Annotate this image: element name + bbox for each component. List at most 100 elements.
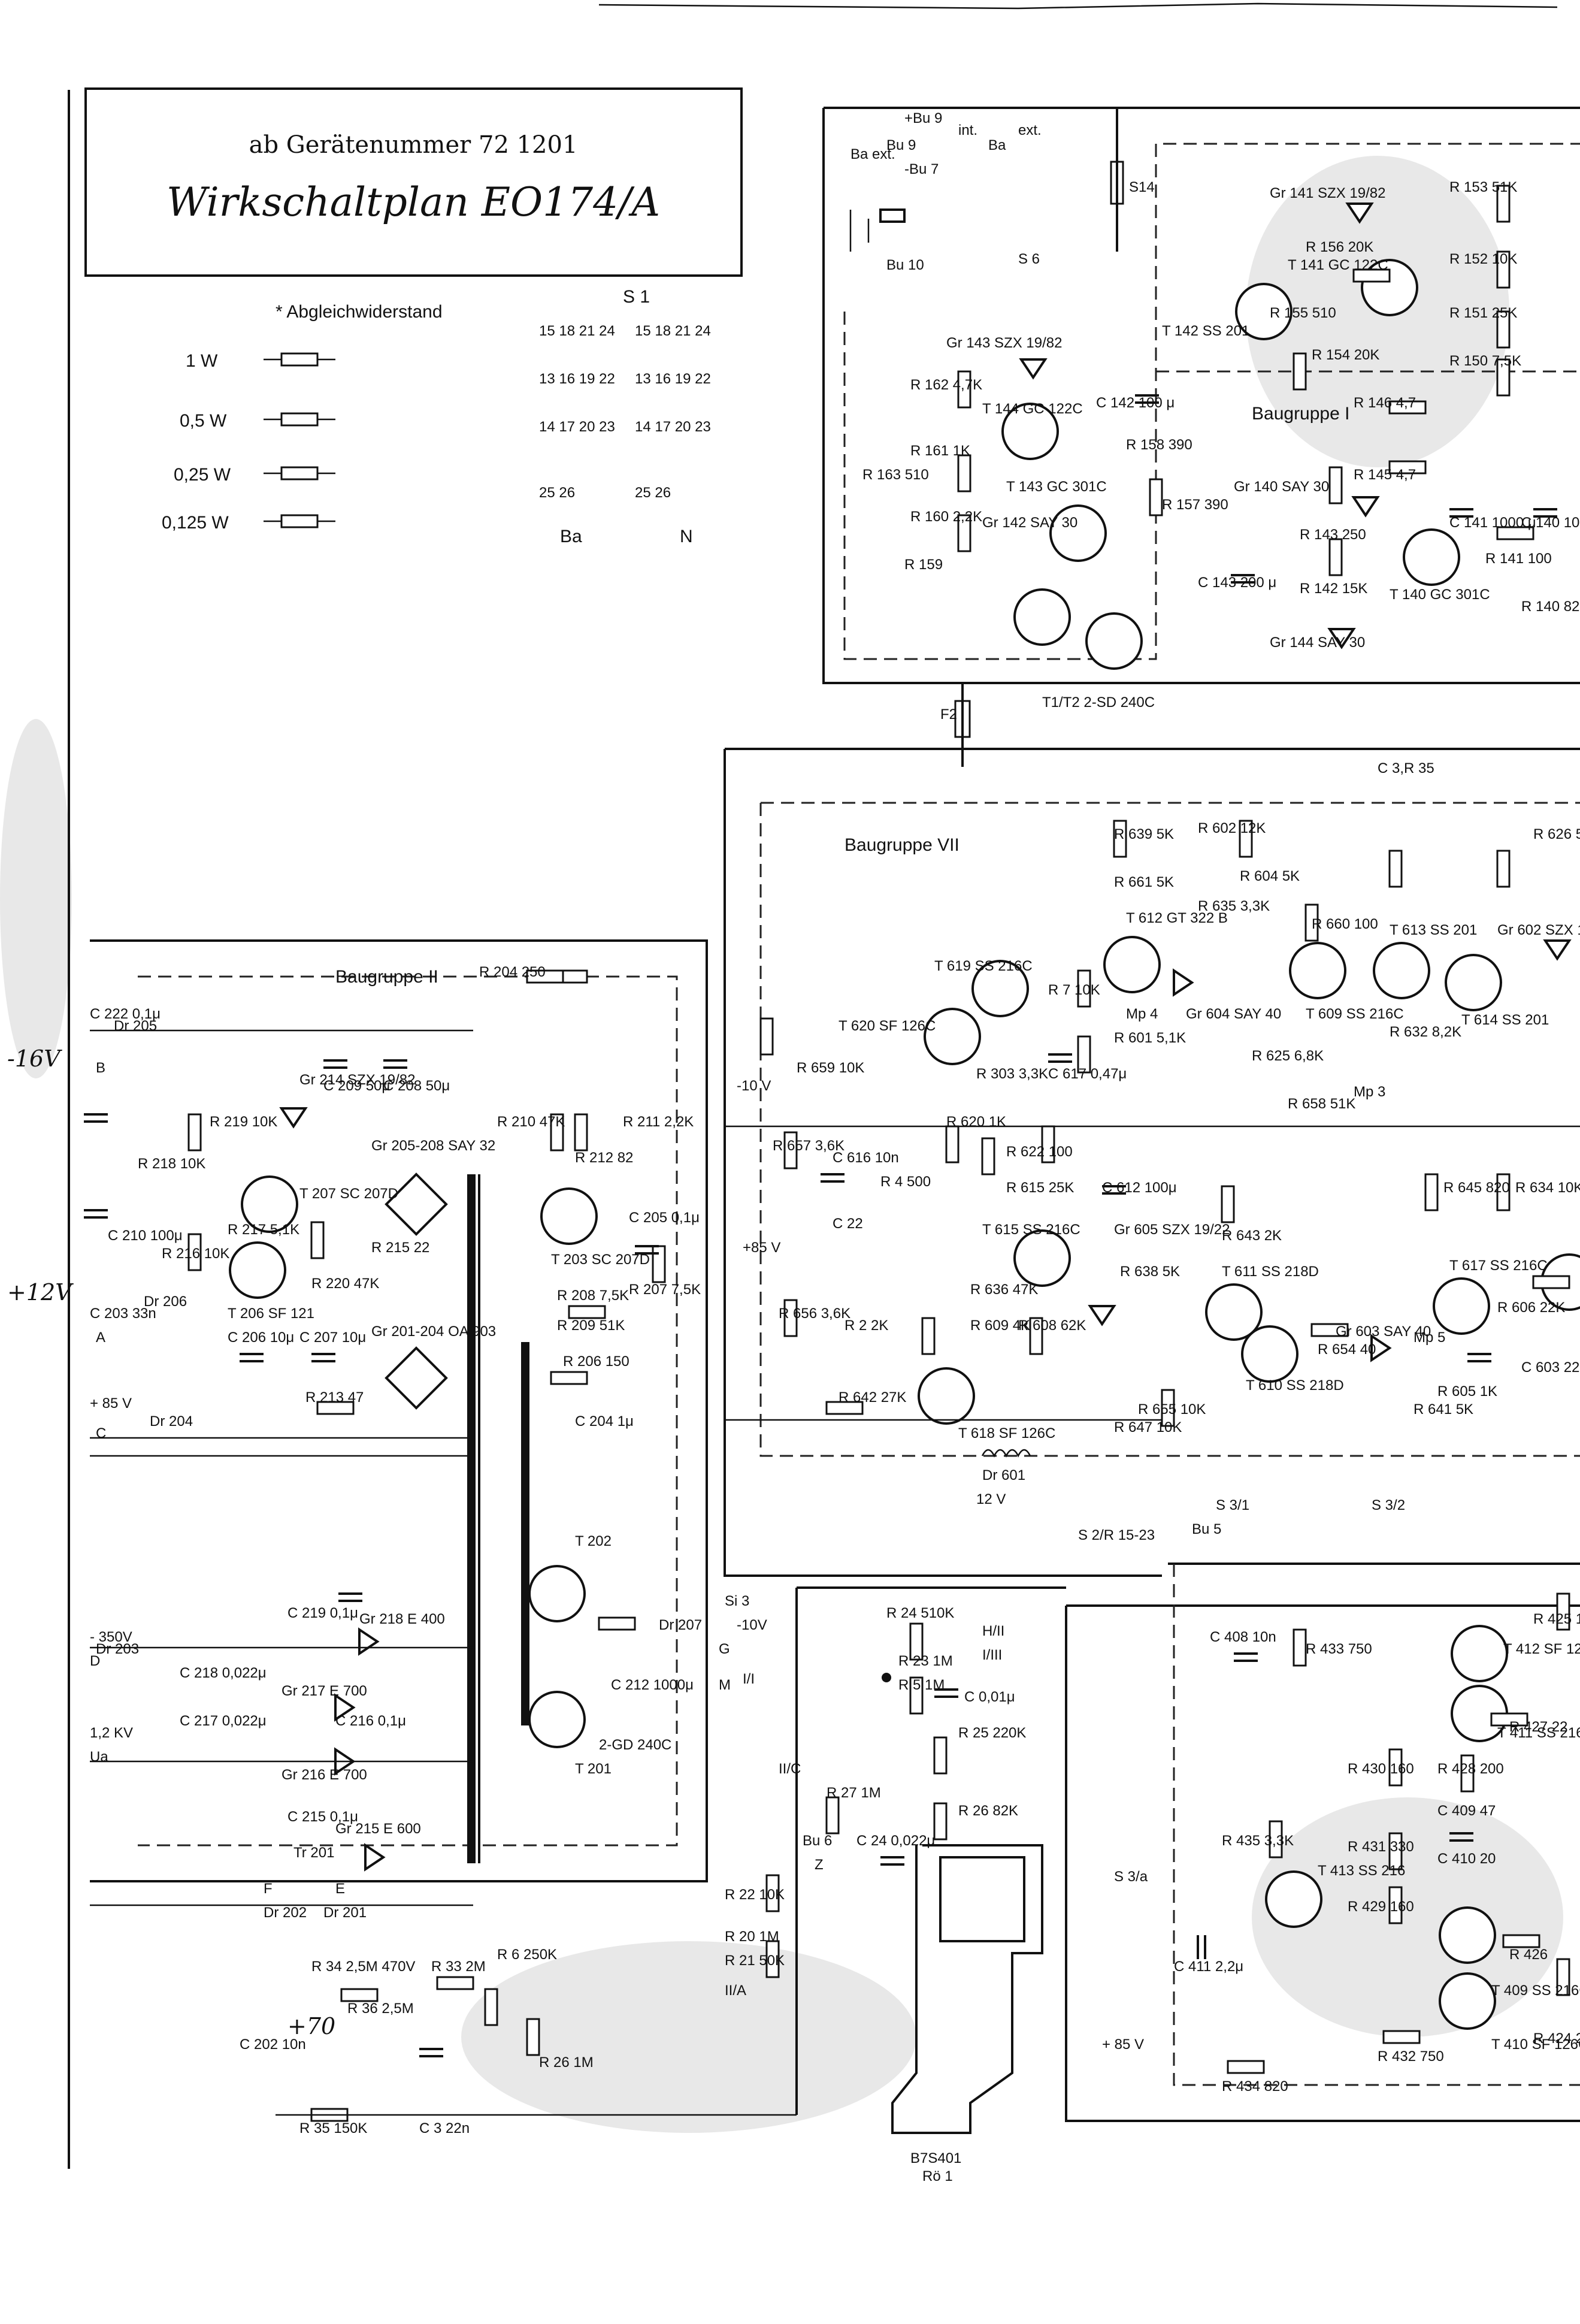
s1-col-b-row-2: 13 16 19 22 — [635, 371, 711, 387]
ps-t202: T 202 — [575, 1533, 612, 1549]
comp-r145: R 145 4,7 — [1354, 467, 1416, 483]
ps-dr206: Dr 206 — [144, 1294, 187, 1310]
comp-gr143: Gr 143 SZX 19/82 — [946, 335, 1062, 351]
s1-col-b-row-1: 15 18 21 24 — [635, 323, 711, 339]
ya-r432: R 432 750 — [1378, 2048, 1444, 2065]
comp-t141: T 141 GC 122C — [1288, 257, 1388, 273]
def-r643: R 643 2K — [1222, 1228, 1282, 1244]
deflection-section: Baugruppe VII — [724, 748, 1580, 1577]
ps-gr215: Gr 215 E 600 — [335, 1821, 421, 1837]
comp-r156: R 156 20K — [1306, 239, 1373, 255]
crt-si3: Si 3 — [725, 1593, 749, 1609]
comp-gr140: Gr 140 SAY 30 — [1234, 479, 1329, 495]
ps-t203: T 203 SC 207D — [551, 1252, 650, 1268]
ps-gr216: Gr 216 E 700 — [282, 1767, 367, 1783]
ps-e: E — [335, 1881, 345, 1897]
ps-c207: C 207 10μ — [299, 1329, 366, 1346]
ps-dr202: Dr 202 — [264, 1905, 307, 1921]
def-r4: R 4 500 — [880, 1174, 931, 1190]
comp-r160: R 160 2,2K — [910, 509, 982, 525]
ya-plus85v: + 85 V — [1102, 2036, 1144, 2053]
ya-c409: C 409 47 — [1437, 1803, 1496, 1819]
crt-r5: R 5 1M — [898, 1677, 945, 1693]
crt-section: Rö 1 B7S401 R 20 1M R 21 50K R 22 10K R … — [719, 1586, 1066, 2184]
ps-c212: C 212 1000μ — [611, 1677, 694, 1693]
top-label-ba-ext: Ba ext. — [850, 146, 895, 162]
ps-c218: C 218 0,022μ — [180, 1665, 267, 1681]
ps-r218: R 218 10K — [138, 1156, 205, 1172]
crt-m: M — [719, 1677, 731, 1693]
ps-dr207: Dr 207 — [659, 1617, 702, 1633]
top-label-int: int. — [958, 122, 977, 138]
resistor-legend: * Abgleichwiderstand 1 W 0,5 W 0,25 W 0,… — [162, 302, 443, 533]
def-r632: R 632 8,2K — [1390, 1024, 1461, 1040]
def-r625: R 625 6,8K — [1252, 1048, 1324, 1064]
def-r7: R 7 10K — [1048, 982, 1100, 998]
ps-c204: C 204 1μ — [575, 1413, 634, 1430]
ps-plus85v: + 85 V — [90, 1395, 132, 1412]
ps-c203: C 203 33n — [90, 1305, 156, 1322]
group-1-label: Baugruppe I — [1252, 404, 1349, 424]
def-r608: R 608 62K — [1018, 1317, 1086, 1334]
ps-gr214: Gr 214 SZX 19/82 — [299, 1072, 415, 1088]
crt-c24: C 24 0,022μ — [856, 1833, 935, 1849]
comp-c142: C 142 100 μ — [1096, 395, 1175, 411]
ya-s3a: S 3/a — [1114, 1869, 1148, 1885]
legend-025w: 0,25 W — [174, 465, 231, 485]
def-t620: T 620 SF 126C — [839, 1018, 936, 1034]
ps-r6: R 6 250K — [497, 1947, 557, 1963]
ps-2gd240c: 2-GD 240C — [599, 1737, 671, 1753]
crt-bu6: Bu 6 — [803, 1833, 832, 1849]
top-label-plus-bu9: +Bu 9 — [904, 110, 942, 126]
ps-c208: C 208 50μ — [383, 1078, 450, 1094]
group-7-label: Baugruppe VII — [845, 835, 959, 855]
def-dr601: Dr 601 — [982, 1467, 1025, 1483]
ps-c209: C 209 50μ — [323, 1078, 390, 1094]
comp-r158: R 158 390 — [1126, 437, 1192, 453]
ya-r427: R 427 22 — [1509, 1719, 1567, 1735]
def-r654: R 654 40 — [1318, 1341, 1376, 1358]
def-r655: R 655 10K — [1138, 1401, 1206, 1418]
ps-r207: R 207 7,5K — [629, 1282, 701, 1298]
crt-c001: C 0,01μ — [964, 1689, 1015, 1705]
ps-r216: R 216 10K — [162, 1246, 229, 1262]
crt-i-i: I/I — [743, 1671, 755, 1687]
def-r620: R 620 1K — [946, 1114, 1006, 1130]
crt-r24: R 24 510K — [886, 1605, 954, 1621]
comp-t1-t2: T1/T2 2-SD 240C — [1042, 694, 1155, 711]
def-s2-r15: S 2/R 15-23 — [1078, 1527, 1155, 1543]
comp-r146: R 146 4,7 — [1354, 395, 1416, 411]
ps-dr205: Dr 205 — [114, 1018, 157, 1034]
comp-c140: C 140 1000 μ — [1521, 515, 1580, 531]
crt-ii-c: II/C — [779, 1761, 801, 1777]
def-r636: R 636 47K — [970, 1282, 1038, 1298]
ya-t410: T 410 SF 126C — [1491, 2036, 1580, 2053]
ya-r430: R 430 160 — [1348, 1761, 1414, 1777]
comp-r161: R 161 1K — [910, 443, 970, 459]
ps-c217: C 217 0,022μ — [180, 1713, 267, 1729]
def-r604: R 604 5K — [1240, 868, 1300, 884]
def-r660: R 660 100 — [1312, 916, 1378, 932]
ya-t411: T 411 SS 216C — [1497, 1725, 1580, 1741]
def-gr603: Gr 603 SAY 40 — [1336, 1323, 1431, 1340]
comp-r163: R 163 510 — [862, 467, 929, 483]
ps-c216: C 216 0,1μ — [335, 1713, 406, 1729]
ps-ua: Ua — [90, 1749, 108, 1765]
crt-r21: R 21 50K — [725, 1953, 785, 1969]
crt-ii-a: II/A — [725, 1982, 746, 1999]
top-label-s6: S 6 — [1018, 251, 1040, 267]
ya-c408: C 408 10n — [1210, 1629, 1276, 1645]
crt-b7s401: B7S401 — [910, 2150, 961, 2166]
ps-g: G — [719, 1641, 730, 1657]
ps-r208: R 208 7,5K — [557, 1288, 629, 1304]
def-r659: R 659 10K — [797, 1060, 864, 1076]
ps-dr201: Dr 201 — [323, 1905, 367, 1921]
ps-a: A — [96, 1329, 105, 1346]
def-s3-2: S 3/2 — [1372, 1497, 1405, 1513]
def-t611: T 611 SS 218D — [1222, 1264, 1319, 1280]
def-12v: 12 V — [976, 1491, 1006, 1507]
def-c3-r35: C 3,R 35 — [1378, 760, 1434, 776]
page-edge — [598, 2, 1558, 10]
def-r657: R 657 3,6K — [773, 1138, 845, 1154]
crt-r23: R 23 1M — [898, 1653, 953, 1669]
